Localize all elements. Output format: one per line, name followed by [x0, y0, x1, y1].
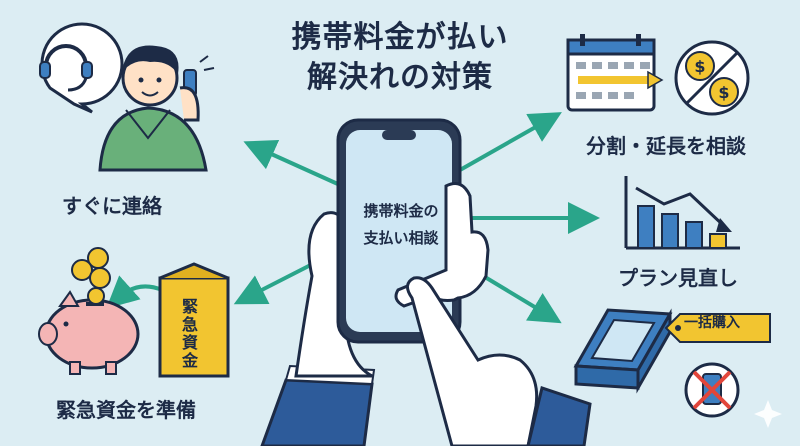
arrow-to-installment: [459, 112, 562, 172]
svg-text:$: $: [694, 57, 705, 76]
piggy-bank-icon: [38, 287, 140, 375]
phone-text-line-2: 支払い相談: [363, 229, 439, 247]
split-coin-icon: $ $: [674, 40, 750, 116]
svg-text:$: $: [718, 83, 729, 102]
headset-bubble-icon: [39, 22, 124, 114]
no-phone-icon: [684, 362, 740, 418]
title-line-1: 携帯料金が払い: [291, 20, 509, 55]
phone-text-line-1: 携帯料金の: [363, 202, 439, 220]
label-installment: 分割・延長を相談: [586, 134, 746, 158]
phone-screen-text: 携帯料金の 支払い相談: [345, 198, 457, 252]
suit-sleeve: [260, 364, 376, 446]
envelope-label: 緊急資金: [179, 298, 198, 370]
pointing-sleeve: [526, 386, 592, 446]
phone-box-icon: [573, 308, 673, 394]
pointing-hand: [406, 276, 539, 446]
right-hand: [394, 182, 490, 308]
calendar-icon: [566, 34, 664, 112]
arrow-to-contact: [243, 139, 341, 187]
declining-chart-icon: [624, 176, 740, 250]
price-tag-icon: [664, 313, 771, 343]
title-line-2: 解決れの対策: [307, 60, 493, 95]
coin-arrow-icon: [106, 275, 163, 309]
page-title: 携帯料金が払い 解決れの対策: [250, 18, 550, 98]
label-plan: プラン見直し: [618, 266, 738, 290]
label-contact: すぐに連絡: [62, 194, 162, 218]
person-on-phone-icon: [98, 45, 215, 172]
label-emergency: 緊急資金を準備: [56, 398, 196, 422]
price-tag-label: 一括購入: [684, 315, 740, 331]
coins-icon: [71, 247, 111, 289]
envelope-icon: [158, 262, 230, 378]
sparkle-icon: [754, 400, 782, 428]
